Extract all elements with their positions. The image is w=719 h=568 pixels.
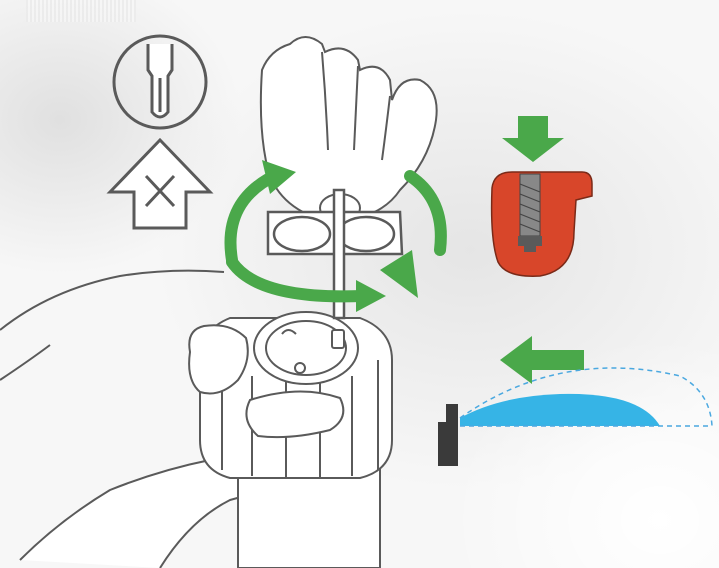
water-spray (459, 367, 713, 427)
right-hand-on-body (188, 324, 345, 439)
hex-key-icon (112, 34, 208, 130)
red-nozzle-cap (490, 171, 593, 277)
rotation-arrowheads (262, 160, 418, 312)
nozzle-tool (266, 188, 404, 320)
corner-texture (26, 0, 136, 22)
up-arrow-cross-icon (106, 137, 214, 230)
top-hand (259, 36, 438, 224)
left-arrow-icon (500, 336, 584, 384)
down-arrow-icon (502, 116, 564, 162)
nozzle-outlet (438, 404, 458, 466)
